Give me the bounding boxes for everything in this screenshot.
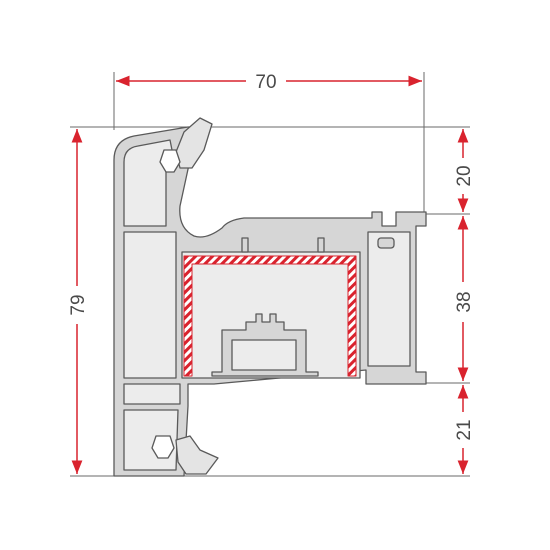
dim-label-width: 70 — [255, 72, 276, 93]
chamber-bottom-left — [123, 383, 181, 405]
bottom-gasket — [175, 435, 219, 475]
top-gasket — [175, 117, 213, 169]
chamber-right — [367, 231, 411, 367]
chamber-left-long — [123, 231, 177, 379]
dim-label-middle: 38 — [454, 291, 475, 312]
profile-cross-section — [113, 117, 427, 477]
label-backgrounds — [65, 68, 476, 448]
dim-label-lower: 21 — [454, 419, 475, 440]
steel-reinforcement — [183, 255, 357, 377]
dim-label-height: 79 — [68, 294, 89, 315]
inner-groove-hollow — [231, 339, 297, 371]
bottom-gasket-clip — [151, 435, 175, 459]
top-gasket-clip — [159, 149, 181, 173]
dim-label-upper: 20 — [454, 165, 475, 186]
inner-ribs — [241, 237, 395, 253]
